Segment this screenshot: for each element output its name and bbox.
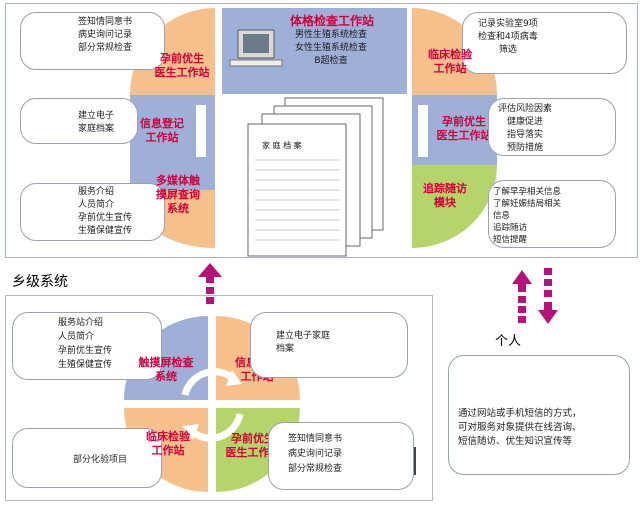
top-tl-label: 孕前优生 医生工作站 <box>154 52 210 79</box>
person-label: 个人 <box>495 334 522 349</box>
bottom-bl-label: 临床检验 工作站 <box>146 430 190 457</box>
top-card-mr-text: 评估风险因素 健康促进 指导落实 预防措施 <box>498 104 553 153</box>
top-bl-label: 多媒体触 摸屏查询 系统 <box>156 174 200 215</box>
bottom-card-tr <box>250 312 408 378</box>
top-card-bl <box>20 183 165 241</box>
top-quadrant-tl <box>130 8 215 95</box>
bottom-card-br <box>268 422 414 490</box>
bottom-card-tr-text: 建立电子家庭 档案 <box>276 331 331 354</box>
section-title: 乡级系统 <box>12 274 68 290</box>
top-card-ml <box>20 98 138 144</box>
top-card-tl-text: 签知情同意书 病史询问记录 部分常规检查 <box>78 17 133 53</box>
mobile-card <box>448 355 630 475</box>
top-ml-label: 信息登记 工作站 <box>140 117 184 144</box>
up-arrow <box>198 263 222 283</box>
top-mr-label: 孕前优生 医生工作站 <box>436 115 492 142</box>
bottom-br-label: 孕前优生 医生工作站 <box>225 432 281 459</box>
bottom-card-bl <box>12 428 162 488</box>
top-card-ml-text: 建立电子 家庭档案 <box>78 111 115 134</box>
top-quadrant-ml <box>130 95 215 190</box>
bottom-card-br-text: 签知情同意书 病史询问记录 部分常规检查 <box>288 434 343 474</box>
top-quadrant-br <box>412 165 497 248</box>
bottom-card-tl-text: 服务站介绍 人员简介 孕前优生宣传 生殖保健宣传 <box>58 318 113 370</box>
up-arrow-right <box>512 270 532 292</box>
top-card-tl <box>20 12 165 70</box>
bottom-card-tl <box>12 312 162 380</box>
mobile-card-text: 通过网站或手机短信的方式， 可对服务对象提供在线咨询、 短信随访、优生知识宣传等 <box>458 408 582 447</box>
top-card-bl-text: 服务介绍 人员简介 孕前优生宣传 生殖保健宣传 <box>78 187 133 236</box>
top-card-tr <box>462 12 627 74</box>
top-card-mr <box>488 98 616 156</box>
top-card-br-text: 了解早孕相关信息 了解妊娠结局相关 信息 追踪随访 短信提醒 <box>493 187 562 245</box>
document-stack <box>247 97 384 257</box>
top-card-tr-text: 记录实验室9项 检查和4项病毒 筛选 <box>478 19 538 55</box>
document-title: 家 庭 档 案 <box>262 141 302 150</box>
down-arrow-right <box>538 302 558 324</box>
top-br-label: 追踪随访 模块 <box>423 182 467 209</box>
bottom-tl-label: 触摸屏检查 系统 <box>138 356 194 383</box>
top-quadrant-mr <box>412 95 497 165</box>
top-tr-label: 临床检验 工作站 <box>428 48 472 75</box>
top-center-lines: 男性生殖系统检查 女性生殖系统检查 B超检查 <box>295 30 368 66</box>
bottom-card-bl-text: 部分化验项目 <box>73 455 128 465</box>
top-center-title: 体格检查工作站 <box>290 14 375 28</box>
top-card-br <box>488 180 616 248</box>
